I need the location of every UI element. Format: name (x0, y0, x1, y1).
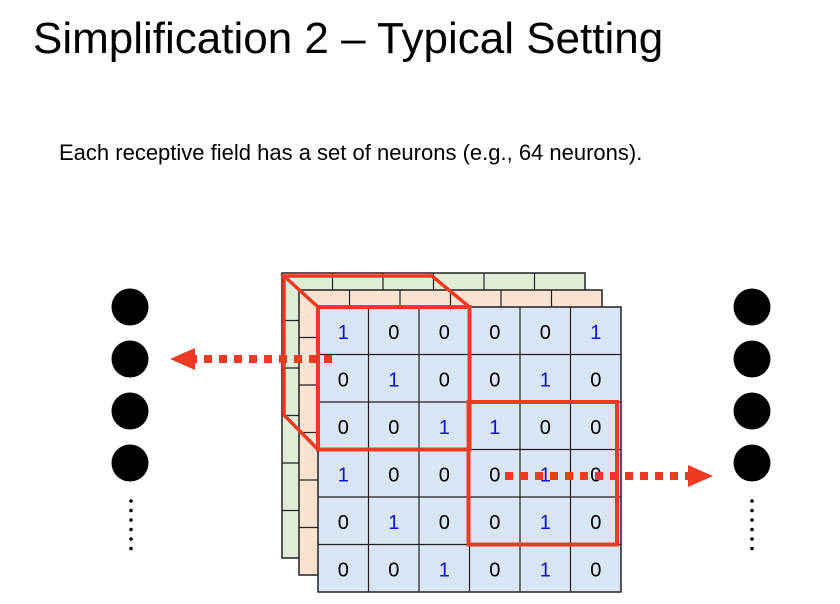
neuron (733, 340, 771, 378)
grid-cell-value: 0 (489, 512, 500, 534)
grid-cell-value: 1 (338, 322, 349, 344)
grid-cell-value: 1 (540, 464, 551, 486)
neuron-ellipsis-dot (129, 518, 133, 522)
grid-cell-value: 1 (439, 559, 450, 581)
grid-cell-value: 0 (540, 417, 551, 439)
neuron-ellipsis-dot (750, 508, 754, 513)
grid-cell-value: 0 (590, 559, 601, 581)
grid-cell-value: 0 (388, 322, 399, 344)
grid-cell-value: 1 (540, 369, 551, 391)
grid-cell-value: 0 (439, 322, 450, 344)
grid-cell-value: 1 (489, 417, 500, 439)
grid-cell-value: 0 (590, 369, 601, 391)
grid-cell-value: 0 (590, 417, 601, 439)
grid-cell-value: 1 (338, 464, 349, 486)
receptive-field-1-depth (282, 276, 320, 451)
neuron (733, 392, 771, 430)
slide-subtitle: Each receptive field has a set of neuron… (59, 140, 643, 165)
grid-cell-value: 0 (489, 559, 500, 581)
grid-cell-value: 1 (590, 322, 601, 344)
neuron (733, 288, 771, 326)
grid-cell-value: 0 (540, 322, 551, 344)
slide-title: Simplification 2 – Typical Setting (33, 14, 664, 63)
arrow-right-head (688, 465, 713, 487)
neuron-ellipsis-dot (750, 527, 754, 532)
grid-cell-value: 1 (439, 417, 450, 439)
neuron (111, 392, 149, 430)
neuron-ellipsis-dot (750, 499, 754, 503)
grid-cell-value: 0 (439, 512, 450, 534)
receptive-field-1 (316, 305, 472, 452)
neuron (733, 444, 771, 482)
grid-cell-value: 0 (338, 512, 349, 534)
neuron-ellipsis-dot (750, 537, 754, 541)
neuron-ellipsis-dot (750, 546, 754, 551)
neuron (111, 288, 149, 326)
neuron-ellipsis-dot (129, 499, 133, 503)
grid-cell-value: 1 (540, 559, 551, 581)
grid-cell-value: 0 (338, 417, 349, 439)
neuron-ellipsis-dot (129, 537, 133, 541)
neuron-ellipsis-dot (129, 508, 133, 513)
neuron (111, 444, 149, 482)
grid-cell-value: 0 (489, 369, 500, 391)
neuron-ellipsis-dot (750, 518, 754, 522)
grid-cell-value: 1 (388, 369, 399, 391)
grid-cell-value: 0 (590, 512, 601, 534)
grid-cell-value: 0 (388, 464, 399, 486)
grid-cell-value: 0 (489, 322, 500, 344)
receptive-field-1-depth (279, 274, 471, 309)
grid-cell-value: 0 (439, 464, 450, 486)
neuron (111, 340, 149, 378)
grid-cell-value: 0 (338, 559, 349, 581)
grid-cell-value: 1 (540, 512, 551, 534)
neuron-ellipsis-dot (129, 546, 133, 551)
grid-cell-value: 1 (388, 512, 399, 534)
grid-cell-value: 0 (388, 417, 399, 439)
grid-cell-value: 0 (439, 369, 450, 391)
grid-cell-value: 0 (338, 369, 349, 391)
arrow-left-head (170, 348, 195, 370)
neuron-ellipsis-dot (129, 527, 133, 532)
grid-cell-value: 0 (388, 559, 399, 581)
grid-cell-value: 0 (489, 464, 500, 486)
